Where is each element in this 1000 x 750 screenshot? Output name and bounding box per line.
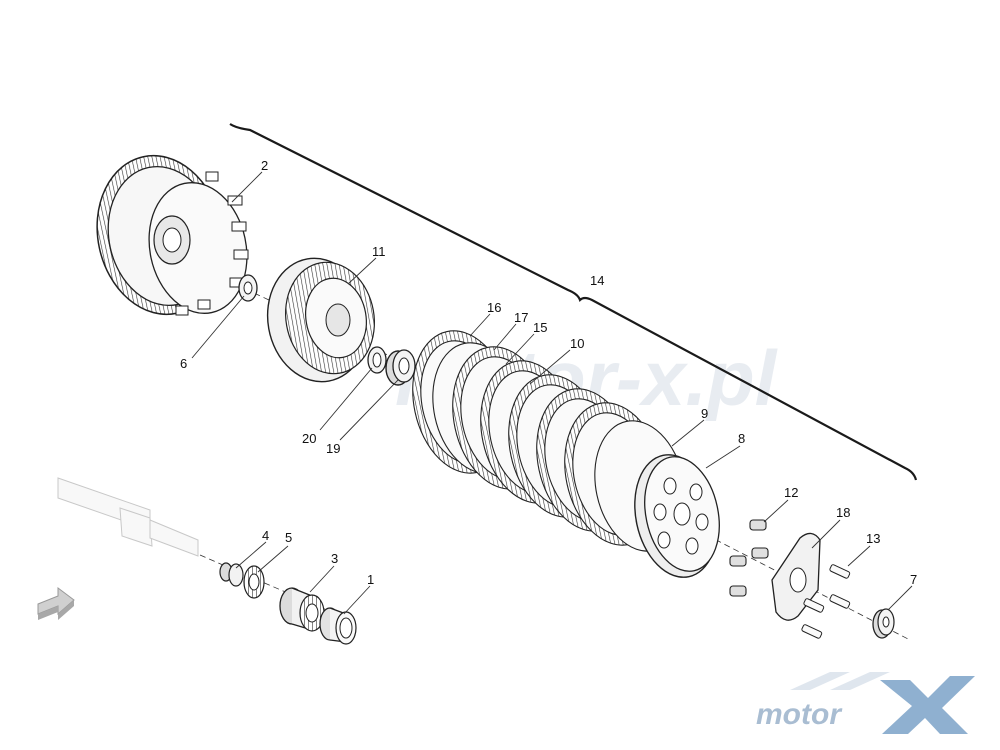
clutch-springs-12 xyxy=(729,519,769,597)
label-12: 12 xyxy=(784,485,798,500)
orientation-arrow-icon xyxy=(37,587,75,620)
label-3: 3 xyxy=(331,551,338,566)
clutch-hub xyxy=(266,257,376,383)
pressure-plate-8 xyxy=(634,454,720,578)
label-1: 1 xyxy=(367,572,374,587)
label-4: 4 xyxy=(262,528,269,543)
label-8: 8 xyxy=(738,431,745,446)
clutch-basket xyxy=(96,154,249,316)
motor-x-logo: motor xyxy=(756,672,975,734)
label-2: 2 xyxy=(261,158,268,173)
gear-5 xyxy=(243,565,265,599)
label-11: 11 xyxy=(372,244,386,259)
label-20: 20 xyxy=(302,431,316,446)
release-bearing-7 xyxy=(872,608,895,639)
gear-4 xyxy=(219,562,244,587)
logo-text: motor xyxy=(756,698,843,731)
washer-20 xyxy=(367,346,387,374)
label-17: 17 xyxy=(514,310,528,325)
label-10: 10 xyxy=(570,336,584,351)
label-18: 18 xyxy=(836,505,850,520)
bushing-1 xyxy=(319,607,357,645)
mainshaft-faded xyxy=(57,477,199,557)
label-15: 15 xyxy=(533,320,547,335)
leader-lines xyxy=(191,171,913,615)
label-19: 19 xyxy=(326,441,340,456)
needle-bearing-3 xyxy=(279,587,325,632)
label-6: 6 xyxy=(180,356,187,371)
logo-x-mark xyxy=(880,676,975,734)
label-7: 7 xyxy=(910,572,917,587)
label-14: 14 xyxy=(590,273,604,288)
bolts-13 xyxy=(801,564,851,639)
label-9: 9 xyxy=(701,406,708,421)
label-5: 5 xyxy=(285,530,292,545)
assembly-bracket-14 xyxy=(229,123,918,481)
label-16: 16 xyxy=(487,300,501,315)
bearing-19 xyxy=(385,349,416,386)
thrust-washer-6 xyxy=(238,274,258,302)
label-13: 13 xyxy=(866,531,880,546)
